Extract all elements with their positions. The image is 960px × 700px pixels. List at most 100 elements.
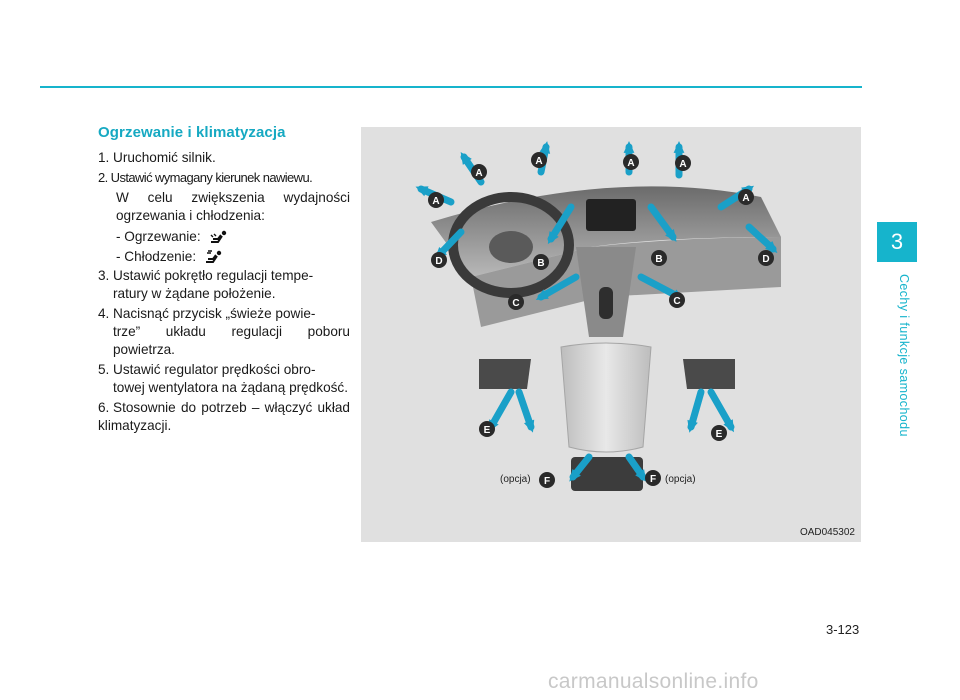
airflow-arrowhead <box>687 419 698 433</box>
airflow-arrowhead <box>665 229 677 242</box>
cooling-line: - Chłodzenie: <box>98 247 350 267</box>
right-floor-vent <box>683 359 735 389</box>
vent-label-c: C <box>508 294 524 310</box>
page-number: 3-123 <box>826 622 860 637</box>
svg-text:C: C <box>673 296 680 307</box>
steering-hub <box>489 231 533 263</box>
svg-text:F: F <box>544 476 550 487</box>
vent-label-f: F <box>645 470 661 486</box>
vent-label-a: A <box>675 155 691 171</box>
step-5: 5.Ustawić regulator prędkości obro- towe… <box>98 361 350 397</box>
svg-text:E: E <box>716 429 723 440</box>
car-interior-illustration: A A A A A A D D B B C C E E F F (opcja) (opcja) <box>415 141 781 491</box>
step-text: Uruchomić silnik. <box>113 150 216 165</box>
airflow-arrow <box>647 203 677 241</box>
option-right-label: (opcja) <box>665 474 696 485</box>
airflow-arrowhead <box>723 419 734 433</box>
svg-text:F: F <box>650 474 656 485</box>
airflow-arrowhead <box>415 186 429 197</box>
step-number: 4. <box>98 306 110 321</box>
airflow-diagram: A A A A A A D D B B C C E E F F (opcja) (opcja) OAD0453… <box>361 127 861 542</box>
step-text: Ustawić regulator prędkości obro- <box>113 362 316 377</box>
cooling-mode-icon <box>206 250 222 263</box>
airflow-arrow <box>707 388 735 431</box>
figure-code: OAD045302 <box>799 527 855 538</box>
svg-text:A: A <box>475 168 482 179</box>
step-text-cont: trze” układu regulacji poboru powietrza. <box>113 324 350 357</box>
airflow-arrowhead <box>673 141 685 153</box>
svg-text:A: A <box>742 193 749 204</box>
vent-label-d: D <box>758 250 774 266</box>
step-3: 3.Ustawić pokrętło regulacji tempe- ratu… <box>98 267 350 303</box>
svg-text:B: B <box>537 258 544 269</box>
section-heading: Ogrzewanie i klimatyzacja <box>98 124 286 141</box>
svg-text:D: D <box>435 256 442 267</box>
gear-shifter <box>599 287 613 319</box>
svg-text:A: A <box>432 196 439 207</box>
infotainment-screen <box>586 199 636 231</box>
airflow-arrow <box>537 273 580 301</box>
heating-mode-icon <box>210 230 226 243</box>
vent-label-b: B <box>651 250 667 266</box>
vent-label-a: A <box>738 189 754 205</box>
airflow-arrowhead <box>547 231 559 245</box>
vent-label-b: B <box>533 254 549 270</box>
vent-label-a: A <box>623 154 639 170</box>
airflow-arrowhead <box>460 152 472 165</box>
watermark: carmanualsonline.info <box>548 670 759 693</box>
step-2-note: W celu zwiększenia wydajności ogrzewania… <box>98 189 350 225</box>
airflow-arrowhead <box>535 289 549 300</box>
step-text-cont: ratury w żądane położenie. <box>113 286 276 301</box>
svg-text:B: B <box>655 254 662 265</box>
heating-line: - Ogrzewanie: <box>98 227 350 247</box>
airflow-arrow <box>487 388 515 431</box>
step-number: 5. <box>98 362 110 377</box>
svg-text:E: E <box>484 425 491 436</box>
step-number: 6. <box>98 400 110 415</box>
step-1: 1.Uruchomić silnik. <box>98 149 350 167</box>
svg-text:C: C <box>512 298 519 309</box>
svg-text:A: A <box>679 159 686 170</box>
left-floor-vent <box>479 359 531 389</box>
step-text: W celu zwiększenia wydajności ogrzewania… <box>116 190 350 223</box>
vent-label-f: F <box>539 472 555 488</box>
chapter-tab[interactable]: 3 <box>877 222 917 262</box>
svg-text:D: D <box>762 254 769 265</box>
step-2: 2. Ustawić wymagany kierunek nawiewu. <box>98 169 350 187</box>
airflow-arrow <box>515 388 535 431</box>
vent-label-d: D <box>431 252 447 268</box>
step-text: Ustawić wymagany kierunek nawiewu. <box>110 170 313 185</box>
step-number: 3. <box>98 268 110 283</box>
armrest <box>560 342 652 453</box>
airflow-arrowhead <box>569 469 581 482</box>
vent-label-a: A <box>531 152 547 168</box>
cooling-label: - Chłodzenie: <box>116 249 197 264</box>
option-left-label: (opcja) <box>500 474 531 485</box>
step-number: 1. <box>98 150 110 165</box>
step-4: 4.Nacisnąć przycisk „świeże powie- trze”… <box>98 305 350 359</box>
airflow-arrowhead <box>539 141 551 154</box>
step-number: 2. <box>98 170 108 185</box>
chapter-title: Cechy i funkcje samochodu <box>897 274 911 437</box>
step-6: 6.Stosownie do potrzeb – włączyć układ k… <box>98 399 350 435</box>
rear-vent-panel <box>571 457 643 491</box>
airflow-arrowhead <box>523 419 535 433</box>
instructions: Ogrzewanie i klimatyzacja 1.Uruchomić si… <box>98 124 350 437</box>
airflow-arrow <box>687 388 705 431</box>
airflow-arrowhead <box>635 469 647 482</box>
step-text: Stosownie do potrzeb – włączyć układ kli… <box>98 400 350 433</box>
heating-label: - Ogrzewanie: <box>116 229 201 244</box>
step-text: Ustawić pokrętło regulacji tempe- <box>113 268 314 283</box>
step-text-cont: towej wentylatora na żądaną prędkość. <box>113 380 349 395</box>
svg-text:A: A <box>627 158 634 169</box>
airflow-arrowhead <box>623 141 635 153</box>
vent-label-a: A <box>471 164 487 180</box>
vent-label-c: C <box>669 292 685 308</box>
svg-text:A: A <box>535 156 542 167</box>
header-rule <box>40 86 862 88</box>
vent-label-a: A <box>428 192 444 208</box>
airflow-arrowhead <box>765 241 778 254</box>
step-text: Nacisnąć przycisk „świeże powie- <box>113 306 316 321</box>
vent-label-e: E <box>479 421 495 437</box>
vent-label-e: E <box>711 425 727 441</box>
